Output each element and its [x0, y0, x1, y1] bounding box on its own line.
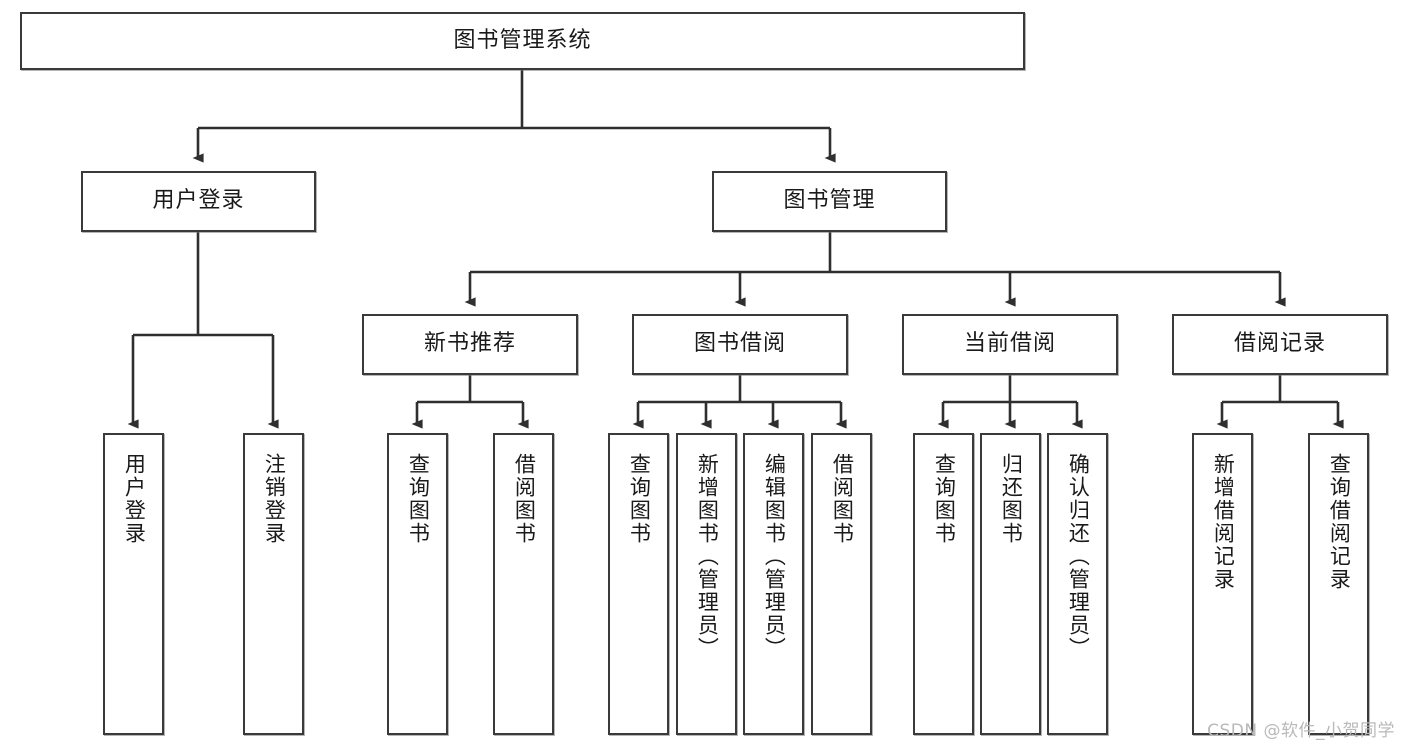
leaf-borrow-book-1-label: 借阅图书 [512, 453, 537, 545]
leaf-borrow-book-2[interactable]: 借阅图书 [811, 433, 872, 735]
node-new-book-rec-label: 新书推荐 [423, 331, 516, 357]
node-root[interactable]: 图书管理系统 [20, 12, 1025, 70]
leaf-query-book-3[interactable]: 查询图书 [913, 433, 974, 735]
leaf-return-book[interactable]: 归还图书 [980, 433, 1041, 735]
node-borrow-record[interactable]: 借阅记录 [1172, 314, 1388, 375]
node-current-borrow[interactable]: 当前借阅 [902, 314, 1118, 375]
leaf-user-logout-label: 注销登录 [262, 453, 287, 545]
leaf-query-book-3-label: 查询图书 [932, 453, 957, 545]
watermark-text: CSDN @软件_小贺同学 [1207, 721, 1395, 741]
node-root-label: 图书管理系统 [453, 27, 592, 53]
node-user-login[interactable]: 用户登录 [81, 171, 316, 232]
leaf-add-book[interactable]: 新增图书（管理员） [676, 433, 737, 735]
leaf-confirm-return[interactable]: 确认归还（管理员） [1047, 433, 1108, 735]
leaf-user-logout[interactable]: 注销登录 [243, 433, 304, 735]
leaf-add-record-label: 新增借阅记录 [1211, 453, 1236, 591]
node-new-book-rec[interactable]: 新书推荐 [362, 314, 578, 375]
node-book-manage-label: 图书管理 [783, 188, 876, 214]
leaf-add-book-label: 新增图书（管理员） [695, 453, 720, 660]
leaf-query-book-2[interactable]: 查询图书 [608, 433, 669, 735]
node-borrow-record-label: 借阅记录 [1233, 331, 1326, 357]
leaf-query-book-1-label: 查询图书 [406, 453, 431, 545]
node-book-manage[interactable]: 图书管理 [712, 171, 947, 232]
leaf-borrow-book-1[interactable]: 借阅图书 [493, 433, 554, 735]
leaf-query-record-label: 查询借阅记录 [1327, 453, 1352, 591]
leaf-query-record[interactable]: 查询借阅记录 [1308, 433, 1369, 735]
leaf-return-book-label: 归还图书 [999, 453, 1024, 545]
leaf-user-login[interactable]: 用户登录 [103, 433, 164, 735]
leaf-confirm-return-label: 确认归还（管理员） [1066, 453, 1091, 660]
node-current-borrow-label: 当前借阅 [963, 331, 1056, 357]
leaf-edit-book[interactable]: 编辑图书（管理员） [743, 433, 804, 735]
leaf-borrow-book-2-label: 借阅图书 [830, 453, 855, 545]
leaf-user-login-label: 用户登录 [122, 453, 147, 545]
leaf-query-book-2-label: 查询图书 [627, 453, 652, 545]
node-book-borrow[interactable]: 图书借阅 [632, 314, 848, 375]
leaf-add-record[interactable]: 新增借阅记录 [1192, 433, 1253, 735]
node-user-login-label: 用户登录 [152, 188, 245, 214]
node-book-borrow-label: 图书借阅 [693, 331, 786, 357]
leaf-edit-book-label: 编辑图书（管理员） [762, 453, 787, 660]
leaf-query-book-1[interactable]: 查询图书 [387, 433, 448, 735]
